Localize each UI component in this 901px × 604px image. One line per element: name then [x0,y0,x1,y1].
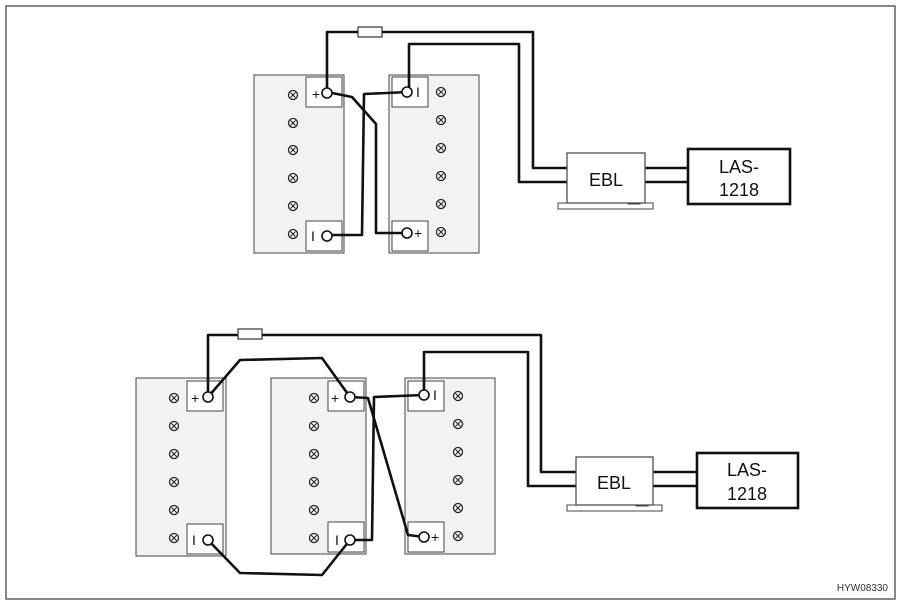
circled-x-icon [287,200,299,212]
top-battery-2-positive-mark: + [414,225,422,241]
top-las-label-line2: 1218 [719,180,759,200]
circled-x-icon [308,392,320,404]
top-las-label-line1: LAS- [719,157,759,177]
bottom-battery-3 [404,377,496,555]
circled-x-icon [435,226,447,238]
bottom-battery-3-negative-mark: I [433,387,437,403]
bottom-battery-1 [135,377,227,557]
circle-terminal-icon [401,227,413,239]
circled-x-icon [435,114,447,126]
circle-terminal-icon [321,87,333,99]
circled-x-icon [168,448,180,460]
circled-x-icon [287,228,299,240]
circle-terminal-icon [418,389,430,401]
bottom-wires [206,333,697,577]
bottom-battery-2-positive-mark: + [331,390,339,406]
bottom-battery-3-positive-mark: + [431,529,439,545]
circled-x-icon [308,532,320,544]
circled-x-icon [452,418,464,430]
bottom-battery-1-negative-mark: I [192,532,196,548]
bottom-las-1218-unit: LAS- 1218 [695,451,800,510]
circled-x-icon [308,420,320,432]
top-ebl-unit: EBL [557,152,654,210]
bottom-negative-wire [422,350,576,488]
top-battery-2-negative-mark: I [416,84,420,100]
top-series-link-lower [327,90,410,237]
fuse-icon [357,26,383,38]
circled-x-icon [168,420,180,432]
bottom-battery-2 [270,377,367,555]
top-negative-wire [407,42,567,184]
circled-x-icon [452,474,464,486]
circled-x-icon [435,198,447,210]
top-wires [325,30,688,237]
bottom-ebl-unit: EBL [566,456,663,512]
top-battery-1 [253,74,345,254]
circle-terminal-icon [344,534,356,546]
circled-x-icon [287,144,299,156]
circled-x-icon [168,504,180,516]
circled-x-icon [308,476,320,488]
top-circuit: + I I + EBL LAS- 1218 [253,26,792,254]
circled-x-icon [452,502,464,514]
bottom-battery-1-positive-mark: + [191,390,199,406]
circled-x-icon [168,392,180,404]
top-battery-1-negative-mark: I [311,228,315,244]
bottom-link-b2pos-b3pos [349,395,425,539]
circled-x-icon [435,170,447,182]
circled-x-icon [287,89,299,101]
circled-x-icon [452,390,464,402]
top-series-link-upper [326,90,406,235]
circled-x-icon [287,172,299,184]
bottom-link-b1neg-b2neg [207,539,352,577]
bottom-link-b3neg-b2neg [350,393,425,542]
circled-x-icon [308,448,320,460]
circle-terminal-icon [418,531,430,543]
top-las-1218-unit: LAS- 1218 [686,147,792,206]
circle-terminal-icon [202,534,214,546]
circle-terminal-icon [321,230,333,242]
circled-x-icon [452,530,464,542]
bottom-battery-2-negative-mark: I [335,532,339,548]
bottom-ebl-label: EBL [597,473,631,493]
circle-terminal-icon [401,86,413,98]
circled-x-icon [435,142,447,154]
top-fused-positive-wire [325,30,567,170]
circled-x-icon [435,86,447,98]
circled-x-icon [452,446,464,458]
reference-code: HYW08330 [837,583,889,594]
bottom-fused-positive-wire [206,333,576,474]
top-battery-1-positive-mark: + [312,86,320,102]
circled-x-icon [287,117,299,129]
top-ebl-label: EBL [589,170,623,190]
bottom-circuit: + I + I I + EBL LAS- 1218 [135,328,800,577]
circled-x-icon [168,532,180,544]
circle-terminal-icon [344,391,356,403]
fuse-icon [237,328,263,340]
bottom-link-b1pos-b2pos [207,356,352,398]
circle-terminal-icon [202,391,214,403]
bottom-las-label-line2: 1218 [727,484,767,504]
circled-x-icon [168,476,180,488]
circled-x-icon [308,504,320,516]
bottom-las-label-line1: LAS- [727,460,767,480]
top-battery-2 [388,74,480,254]
